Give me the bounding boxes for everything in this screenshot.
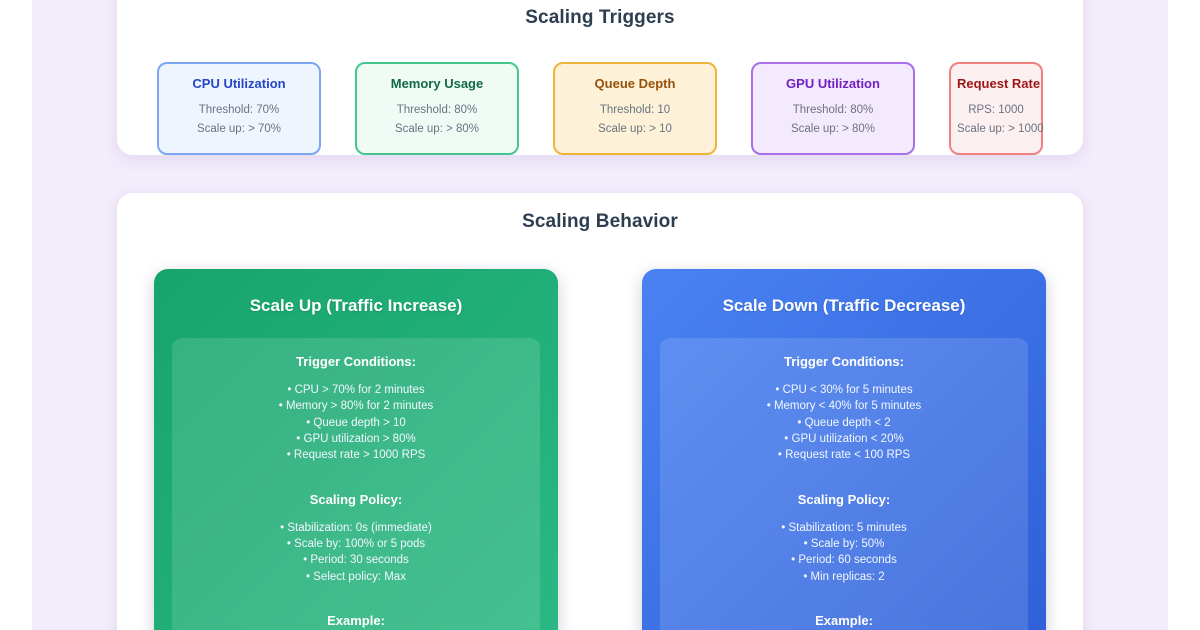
trigger-card-gpu-utilization[interactable]: GPU Utilization Threshold: 80% Scale up:… bbox=[751, 62, 915, 155]
trigger-card-threshold: Threshold: 80% bbox=[396, 104, 478, 116]
trigger-card-name: GPU Utilization bbox=[786, 76, 880, 91]
trigger-card-memory-usage[interactable]: Memory Usage Threshold: 80% Scale up: > … bbox=[355, 62, 519, 155]
scale-down-card[interactable]: Scale Down (Traffic Decrease) Trigger Co… bbox=[642, 269, 1046, 630]
scaling-triggers-panel: Scaling Triggers CPU Utilization Thresho… bbox=[117, 0, 1083, 155]
trigger-card-scaleup: Scale up: > 1000 bbox=[957, 122, 1044, 135]
scale-up-example-title: Example: bbox=[327, 612, 385, 628]
scaling-behavior-panel: Scaling Behavior Scale Up (Traffic Incre… bbox=[117, 193, 1083, 630]
scale-down-policy-item: • Scale by: 50% bbox=[803, 537, 885, 550]
scale-down-trigger-conditions-title: Trigger Conditions: bbox=[784, 354, 904, 369]
trigger-card-queue-depth[interactable]: Queue Depth Threshold: 10 Scale up: > 10 bbox=[553, 62, 717, 155]
scale-down-trigger-item: • Memory < 40% for 5 minutes bbox=[766, 400, 922, 413]
trigger-card-scaleup: Scale up: > 70% bbox=[196, 122, 282, 135]
scale-up-policy-item: • Period: 30 seconds bbox=[303, 554, 409, 567]
scale-down-policy-item: • Min replicas: 2 bbox=[803, 570, 885, 583]
scale-up-card[interactable]: Scale Up (Traffic Increase) Trigger Cond… bbox=[154, 269, 558, 630]
scale-down-trigger-item: • GPU utilization < 20% bbox=[784, 432, 904, 445]
scale-up-heading: Scale Up (Traffic Increase) bbox=[249, 296, 463, 315]
scale-down-body: Trigger Conditions: • CPU < 30% for 5 mi… bbox=[660, 338, 1028, 630]
scale-up-body: Trigger Conditions: • CPU > 70% for 2 mi… bbox=[172, 338, 540, 630]
trigger-card-name: Queue Depth bbox=[594, 76, 676, 91]
page-canvas: Scaling Triggers CPU Utilization Thresho… bbox=[32, 0, 1168, 630]
scale-up-scaling-policy-title: Scaling Policy: bbox=[309, 491, 403, 507]
scale-down-scaling-policy-title: Scaling Policy: bbox=[797, 491, 891, 507]
trigger-card-scaleup: Scale up: > 80% bbox=[790, 122, 876, 135]
scale-up-trigger-item: • GPU utilization > 80% bbox=[296, 432, 416, 445]
scale-down-heading: Scale Down (Traffic Decrease) bbox=[722, 296, 966, 315]
scale-up-policy-item: • Select policy: Max bbox=[306, 570, 406, 583]
trigger-card-rps: RPS: 1000 bbox=[968, 104, 1024, 116]
trigger-card-threshold: Threshold: 70% bbox=[198, 104, 280, 116]
scale-up-policy-item: • Scale by: 100% or 5 pods bbox=[286, 537, 426, 550]
trigger-card-name: Memory Usage bbox=[390, 76, 484, 91]
trigger-card-scaleup: Scale up: > 80% bbox=[394, 122, 480, 135]
scaling-behavior-title: Scaling Behavior bbox=[522, 211, 678, 232]
trigger-card-cpu-utilization[interactable]: CPU Utilization Threshold: 70% Scale up:… bbox=[157, 62, 321, 155]
scale-down-example-title: Example: bbox=[815, 612, 873, 628]
scale-down-trigger-item: • Queue depth < 2 bbox=[797, 416, 891, 429]
trigger-card-name: Request Rate bbox=[957, 76, 1041, 91]
behavior-cards-row: Scale Up (Traffic Increase) Trigger Cond… bbox=[117, 269, 1083, 630]
trigger-cards-row: CPU Utilization Threshold: 70% Scale up:… bbox=[117, 62, 1083, 155]
scale-down-trigger-item: • CPU < 30% for 5 minutes bbox=[775, 384, 913, 396]
scale-down-policy-item: • Period: 60 seconds bbox=[791, 554, 897, 567]
scale-up-trigger-item: • Queue depth > 10 bbox=[306, 416, 406, 429]
scale-up-trigger-item: • Request rate > 1000 RPS bbox=[286, 449, 426, 462]
trigger-card-threshold: Threshold: 10 bbox=[599, 104, 671, 116]
scale-up-policy-item: • Stabilization: 0s (immediate) bbox=[280, 521, 432, 534]
trigger-card-request-rate[interactable]: Request Rate RPS: 1000 Scale up: > 1000 bbox=[949, 62, 1044, 155]
trigger-card-threshold: Threshold: 80% bbox=[792, 104, 874, 116]
scale-up-trigger-item: • CPU > 70% for 2 minutes bbox=[287, 384, 425, 396]
trigger-card-name: CPU Utilization bbox=[192, 76, 286, 91]
scaling-triggers-title: Scaling Triggers bbox=[525, 7, 675, 28]
scale-down-policy-item: • Stabilization: 5 minutes bbox=[781, 521, 907, 534]
scale-up-trigger-conditions-title: Trigger Conditions: bbox=[296, 354, 416, 369]
scale-down-trigger-item: • Request rate < 100 RPS bbox=[777, 449, 911, 462]
trigger-card-scaleup: Scale up: > 10 bbox=[598, 122, 672, 135]
scale-up-trigger-item: • Memory > 80% for 2 minutes bbox=[278, 400, 434, 413]
